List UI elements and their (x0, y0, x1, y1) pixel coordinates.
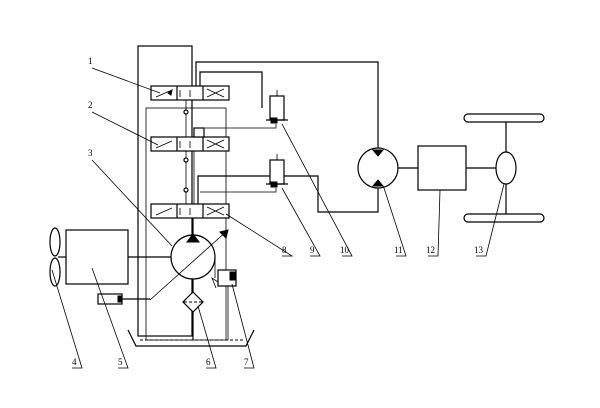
label-2: 2 (88, 100, 93, 110)
label-7: 7 (244, 357, 249, 367)
axle-assembly-13 (463, 113, 545, 223)
hydraulic-motor-11 (357, 147, 399, 189)
label-6: 6 (206, 357, 211, 367)
motor-lines (195, 61, 379, 213)
directional-valve-3 (150, 203, 230, 219)
filter-6 (182, 279, 204, 340)
directional-valve-1 (150, 85, 230, 101)
fan-4 (49, 227, 66, 287)
valve-housing (137, 45, 193, 337)
label-10: 10 (340, 245, 350, 255)
valve-connections (183, 100, 195, 204)
leader-lines (51, 67, 505, 369)
control-cylinder (97, 293, 150, 305)
cylinder-10 (200, 90, 288, 129)
label-9: 9 (310, 245, 315, 255)
label-8: 8 (282, 245, 287, 255)
label-1: 1 (88, 56, 93, 66)
label-13: 13 (474, 245, 484, 255)
engine-5 (65, 229, 172, 285)
label-11: 11 (394, 245, 403, 255)
gearbox-12 (398, 145, 496, 191)
cylinder-9 (200, 154, 288, 193)
label-4: 4 (72, 357, 77, 367)
label-3: 3 (88, 148, 93, 158)
directional-valve-2 (150, 127, 230, 152)
tank (127, 329, 255, 347)
label-12: 12 (426, 245, 435, 255)
relief-valve-7 (211, 257, 237, 340)
label-5: 5 (118, 357, 123, 367)
